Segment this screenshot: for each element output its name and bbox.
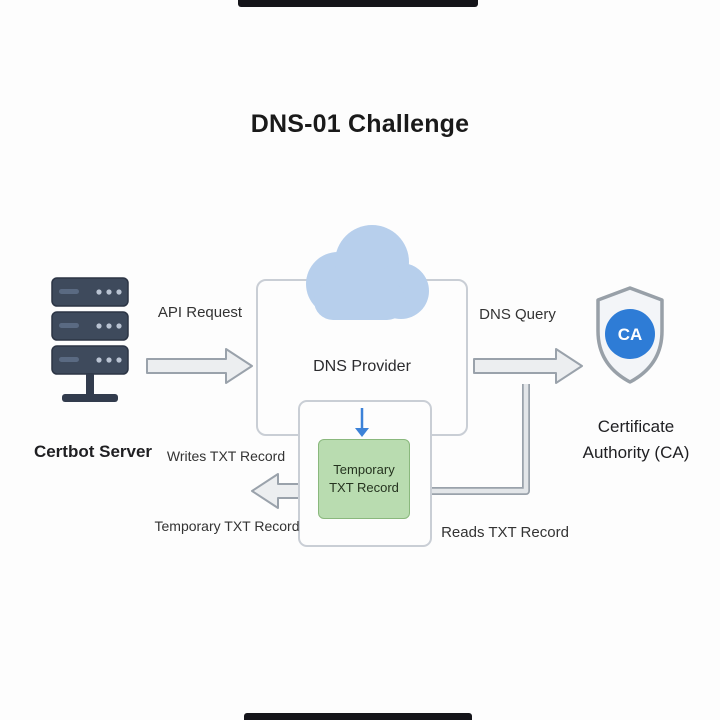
txt-record-outer-box: Temporary TXT Record xyxy=(298,400,432,547)
reads-txt-record-label: Reads TXT Record xyxy=(441,524,569,541)
dns-provider-label: DNS Provider xyxy=(313,358,411,375)
diagram-title: DNS-01 Challenge xyxy=(250,110,470,138)
certbot-server-label: Certbot Server xyxy=(33,442,153,461)
dns-query-label: DNS Query xyxy=(479,306,556,323)
writes-txt-record-label: Writes TXT Record xyxy=(166,448,286,464)
temporary-txt-record-label: Temporary TXT Record xyxy=(154,518,300,534)
ca-badge-text: CA xyxy=(618,325,643,344)
api-request-arrow xyxy=(146,348,253,384)
bottom-edge-artifact xyxy=(244,713,472,720)
top-edge-artifact xyxy=(238,0,478,7)
ca-shield-icon: CA xyxy=(596,286,664,384)
certificate-authority-label: Certificate Authority (CA) xyxy=(582,417,690,463)
server-icon xyxy=(51,277,129,402)
api-request-label: API Request xyxy=(157,304,243,321)
temporary-txt-record-box: Temporary TXT Record xyxy=(318,439,410,519)
down-arrow-icon xyxy=(355,408,369,437)
dns-query-arrow xyxy=(473,348,583,384)
